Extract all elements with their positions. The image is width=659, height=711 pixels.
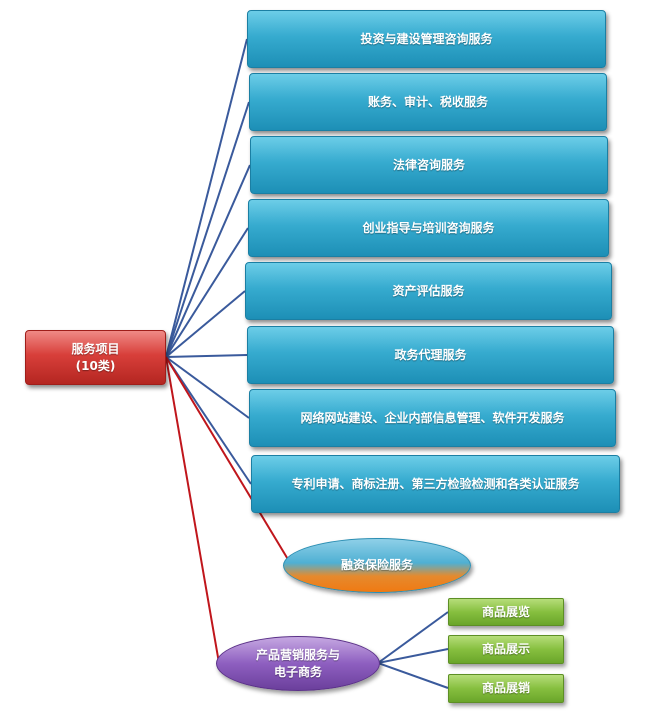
marketing-ecommerce-node[interactable]: 产品营销服务与 电子商务: [216, 636, 380, 691]
marketing-label-line2: 电子商务: [273, 664, 322, 679]
service-node-1[interactable]: 投资与建设管理咨询服务: [247, 10, 606, 68]
service-node-7[interactable]: 网络网站建设、企业内部信息管理、软件开发服务: [249, 389, 616, 447]
connector-product-1: [377, 611, 449, 664]
connector-service-6: [165, 354, 248, 358]
marketing-label-line1: 产品营销服务与: [255, 648, 340, 663]
service-node-4[interactable]: 创业指导与培训咨询服务: [248, 199, 609, 257]
root-node-service-items[interactable]: 服务项目 (10类): [25, 330, 166, 385]
service-node-5[interactable]: 资产评估服务: [245, 262, 612, 320]
connector-marketing: [165, 356, 220, 664]
connector-service-4: [165, 227, 249, 358]
service-label-1: 投资与建设管理咨询服务: [360, 31, 493, 46]
product-node-exhibition[interactable]: 商品展览: [448, 598, 564, 626]
connector-service-7: [165, 356, 250, 419]
root-subtitle: (10类): [75, 358, 116, 373]
product-label-2: 商品展示: [481, 642, 530, 657]
service-label-3: 法律咨询服务: [392, 157, 465, 172]
service-label-2: 账务、审计、税收服务: [367, 94, 488, 109]
product-node-sales-exhibit[interactable]: 商品展销: [448, 674, 564, 703]
marketing-to-products-connectors: [377, 611, 449, 689]
product-label-1: 商品展览: [481, 604, 530, 619]
root-title: 服务项目: [71, 342, 120, 357]
root-to-services-connectors: [165, 38, 252, 485]
finance-insurance-node[interactable]: 融资保险服务: [283, 538, 471, 593]
service-label-6: 政务代理服务: [394, 347, 467, 362]
service-label-5: 资产评估服务: [392, 283, 465, 298]
service-node-3[interactable]: 法律咨询服务: [250, 136, 608, 194]
connector-product-3: [377, 662, 449, 689]
service-node-8[interactable]: 专利申请、商标注册、第三方检验检测和各类认证服务: [251, 455, 620, 513]
service-node-2[interactable]: 账务、审计、税收服务: [249, 73, 607, 131]
service-label-8: 专利申请、商标注册、第三方检验检测和各类认证服务: [291, 476, 580, 491]
product-node-display[interactable]: 商品展示: [448, 635, 564, 664]
connector-service-5: [165, 290, 246, 358]
connector-product-2: [377, 648, 449, 664]
connector-service-2: [165, 101, 250, 358]
connector-service-1: [165, 38, 248, 358]
service-node-6[interactable]: 政务代理服务: [247, 326, 614, 384]
connector-service-3: [165, 164, 251, 358]
connector-service-8: [165, 356, 252, 485]
service-label-4: 创业指导与培训咨询服务: [362, 220, 495, 235]
finance-label: 融资保险服务: [340, 558, 413, 573]
product-label-3: 商品展销: [481, 681, 530, 696]
service-label-7: 网络网站建设、企业内部信息管理、软件开发服务: [300, 410, 565, 425]
